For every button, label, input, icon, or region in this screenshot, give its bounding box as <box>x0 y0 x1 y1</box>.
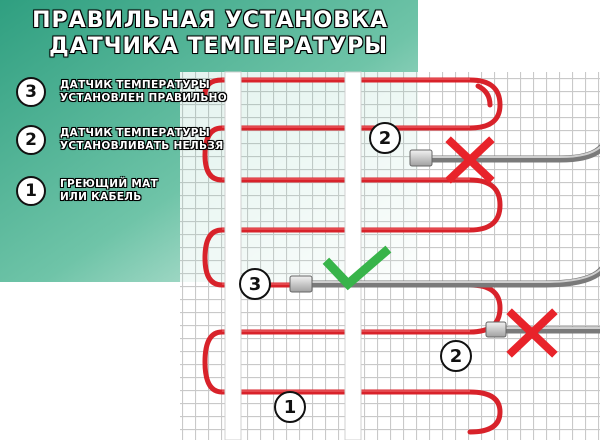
title-line-2: ДАТЧИКА ТЕМПЕРАТУРЫ <box>49 34 388 59</box>
cross-icon <box>506 308 558 358</box>
check-icon <box>322 245 392 291</box>
legend-item-sensor-wrong: 2 ДАТЧИК ТЕМПЕРАТУРЫ УСТАНОВЛИВАТЬ НЕЛЬЗ… <box>16 125 224 155</box>
diagram-title: ПРАВИЛЬНАЯ УСТАНОВКА ДАТЧИКА ТЕМПЕРАТУРЫ <box>32 8 388 60</box>
legend-label: ГРЕЮЩИЙ МАТ ИЛИ КАБЕЛЬ <box>60 178 159 203</box>
marker-sensor-wrong-top: 2 <box>369 122 401 154</box>
sensor-wires <box>306 143 600 334</box>
sensor-wrong-top <box>409 149 433 167</box>
mounting-strips <box>224 71 362 440</box>
legend-badge: 3 <box>16 77 46 107</box>
legend-badge: 1 <box>16 176 46 206</box>
legend-badge: 2 <box>16 125 46 155</box>
legend-item-sensor-correct: 3 ДАТЧИК ТЕМПЕРАТУРЫ УСТАНОВЛЕН ПРАВИЛЬН… <box>16 77 227 107</box>
sensor-correct <box>289 275 313 293</box>
marker-cable: 1 <box>274 391 306 423</box>
legend-item-heating-mat: 1 ГРЕЮЩИЙ МАТ ИЛИ КАБЕЛЬ <box>16 176 158 206</box>
legend-label: ДАТЧИК ТЕМПЕРАТУРЫ УСТАНОВЛЕН ПРАВИЛЬНО <box>60 79 227 104</box>
marker-sensor-correct: 3 <box>239 268 271 300</box>
heating-cable <box>202 77 503 435</box>
legend-label: ДАТЧИК ТЕМПЕРАТУРЫ УСТАНОВЛИВАТЬ НЕЛЬЗЯ <box>60 127 224 152</box>
marker-sensor-wrong-bottom: 2 <box>440 340 472 372</box>
title-line-1: ПРАВИЛЬНАЯ УСТАНОВКА <box>32 8 388 33</box>
sensor-wrong-bottom <box>485 321 507 338</box>
cross-icon <box>445 136 495 184</box>
